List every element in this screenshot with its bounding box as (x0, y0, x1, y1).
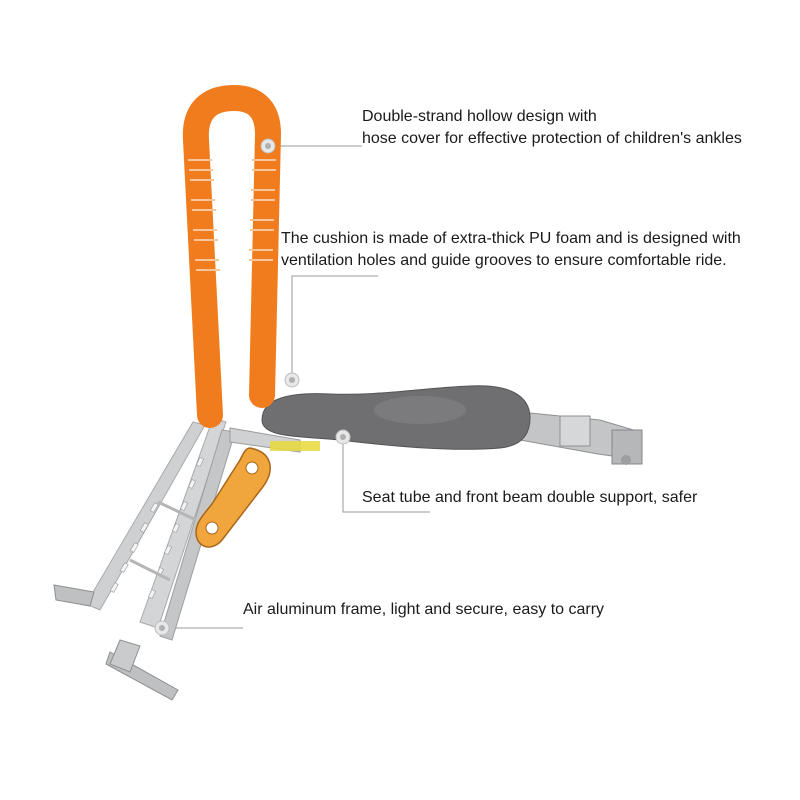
seat-cushion (261, 385, 531, 450)
callout-cushion: The cushion is made of extra-thick PU fo… (281, 228, 741, 272)
aluminum-frame (53, 417, 236, 701)
callout-double-support: Seat tube and front beam double support,… (362, 487, 697, 509)
callout-cushion-line2: ventilation holes and guide grooves to e… (281, 252, 727, 269)
callout-support-line1: Seat tube and front beam double support,… (362, 489, 698, 506)
callout-ankle-line2: hose cover for effective protection of c… (362, 130, 742, 147)
leader-line-support (342, 437, 430, 513)
leader-line-cushion (291, 275, 378, 380)
orange-handle (182, 85, 281, 428)
callout-dots (154, 138, 351, 636)
callout-ankle-line1: Double-strand hollow design with (362, 108, 597, 125)
front-beam (229, 411, 643, 465)
callout-ankle-protection: Double-strand hollow design with hose co… (362, 106, 742, 150)
orange-latch (195, 447, 271, 548)
callout-aluminum-frame: Air aluminum frame, light and secure, ea… (243, 599, 604, 621)
callout-cushion-line1: The cushion is made of extra-thick PU fo… (281, 230, 741, 247)
left-footrest (53, 584, 95, 607)
callout-frame-line1: Air aluminum frame, light and secure, ea… (243, 601, 605, 618)
